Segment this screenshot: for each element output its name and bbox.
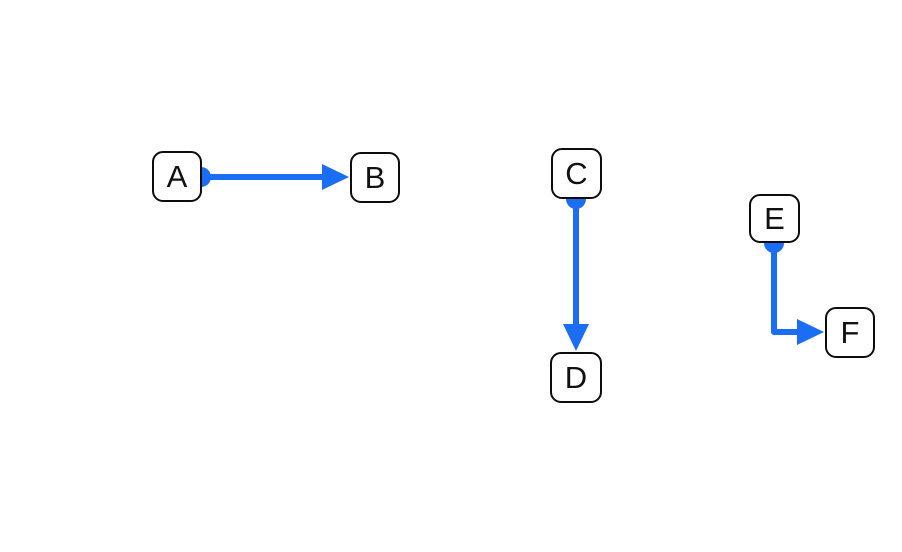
- node-label: B: [364, 160, 386, 195]
- node-label: C: [565, 156, 588, 191]
- node-label: D: [564, 360, 588, 395]
- arrowhead-icon: [322, 164, 349, 190]
- node-label: A: [166, 159, 188, 194]
- node-F[interactable]: F: [825, 307, 875, 358]
- edge-line[interactable]: [771, 243, 797, 335]
- node-B[interactable]: B: [350, 152, 400, 203]
- node-A[interactable]: A: [152, 151, 202, 202]
- node-label: E: [764, 201, 785, 236]
- node-label: F: [840, 315, 860, 350]
- arrowhead-icon: [797, 319, 824, 345]
- node-C[interactable]: C: [551, 148, 602, 199]
- node-E[interactable]: E: [749, 194, 800, 243]
- node-D[interactable]: D: [550, 352, 602, 403]
- arrowhead-icon: [563, 324, 589, 351]
